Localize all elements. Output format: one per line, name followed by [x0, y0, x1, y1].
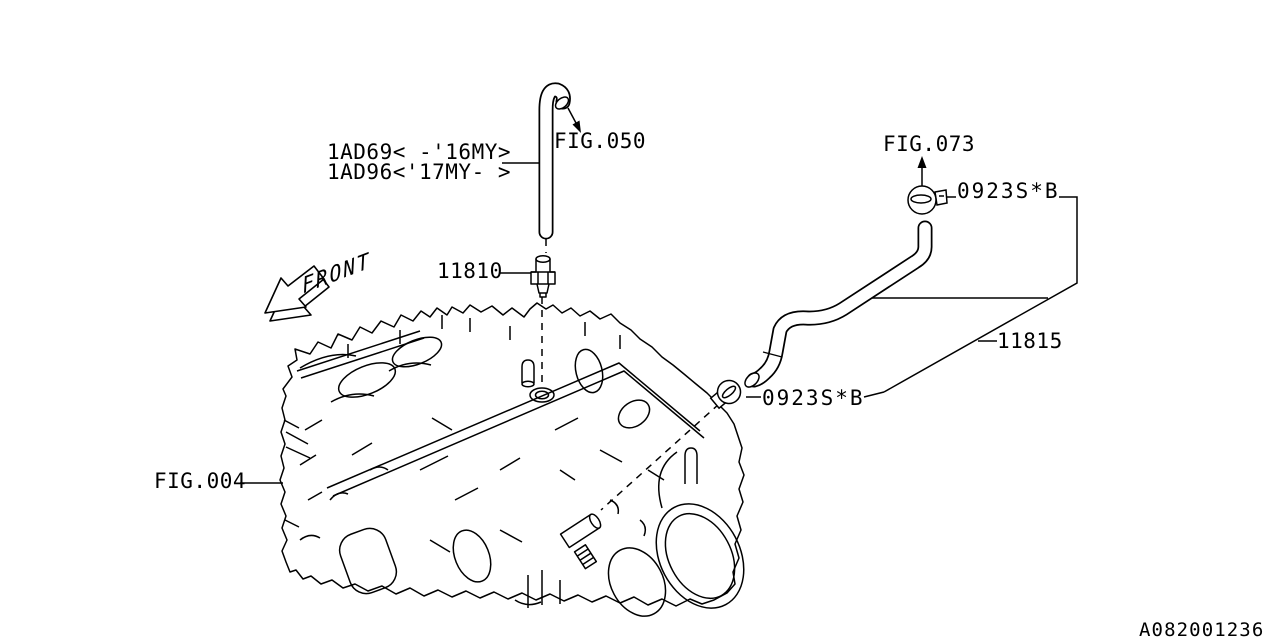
pcv-grommet-hole [529, 387, 555, 403]
callout-11810[interactable]: 11810 [437, 259, 503, 283]
fig073-arrowhead-icon [917, 156, 927, 168]
engine-block [279, 302, 745, 617]
pcv-hose-11815 [744, 220, 933, 388]
callout-clamp-top[interactable]: 0923S*B [957, 179, 1060, 203]
callout-fig-073[interactable]: FIG.073 [883, 132, 976, 156]
leader-arrowheads [572, 120, 927, 168]
drawing-number: A082001236 [1139, 619, 1265, 640]
breather-hose-1ad69 [538, 82, 571, 240]
leader-clamp-bottom [746, 391, 885, 398]
callout-hose-variant-line1[interactable]: 1AD69< -'16MY> [327, 140, 512, 164]
hose-open-end [744, 372, 760, 388]
callout-clamp-bottom[interactable]: 0923S*B [762, 386, 865, 410]
callout-hose-variant-line2[interactable]: 1AD96<'17MY- > [327, 160, 512, 184]
fig050-arrowhead-icon [572, 120, 581, 133]
leader-fig050-line [567, 107, 577, 124]
callout-11815[interactable]: 11815 [997, 329, 1063, 353]
callout-fig-004[interactable]: FIG.004 [154, 469, 247, 493]
dashed-assembly-lines [541, 239, 720, 511]
callout-fig-050[interactable]: FIG.050 [554, 129, 647, 153]
leader-bracket-11815 [862, 196, 1078, 393]
pcv-valve-11810 [530, 255, 556, 298]
hose-clamp-top [907, 185, 948, 215]
hose-open-end [554, 96, 570, 110]
front-arrow-icon [264, 265, 330, 322]
hose-clamp-bottom [709, 379, 742, 410]
